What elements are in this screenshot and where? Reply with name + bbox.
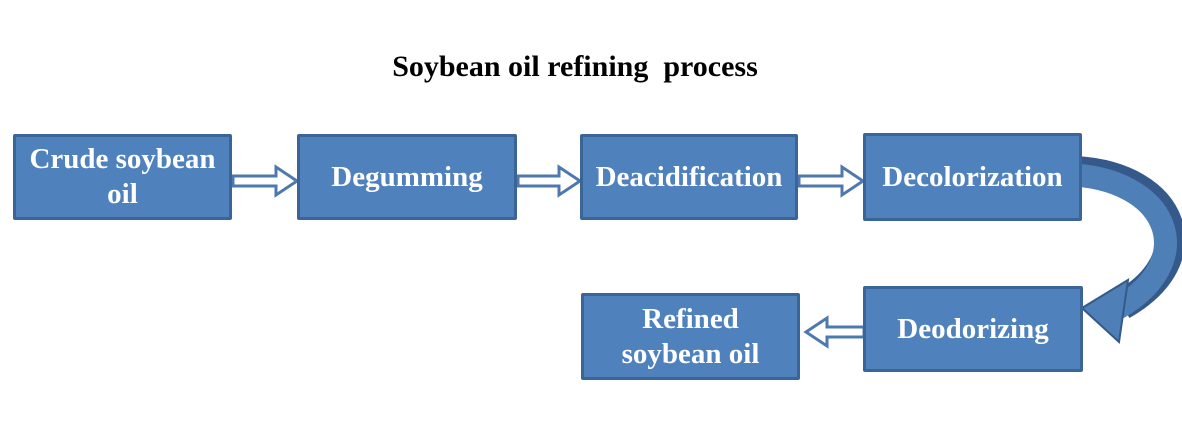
diagram-title: Soybean oil refining process xyxy=(392,50,758,83)
node-crude-soybean-oil: Crude soybean oil xyxy=(13,134,232,220)
node-label: Deacidification xyxy=(595,160,783,193)
curved-arrow-body xyxy=(1074,163,1177,318)
node-label: Degumming xyxy=(331,160,483,193)
node-decolorization: Decolorization xyxy=(863,133,1082,221)
curved-arrow-head xyxy=(1080,278,1130,345)
arrow-crude-to-degumming xyxy=(231,164,300,198)
arrow-deodorizing-to-refined xyxy=(803,315,866,349)
node-label: Deodorizing xyxy=(897,312,1049,345)
node-refined-soybean-oil: Refined soybean oil xyxy=(581,293,800,380)
arrow-deacidification-to-decolorization xyxy=(797,164,866,198)
node-degumming: Degumming xyxy=(297,134,517,220)
node-label: Decolorization xyxy=(882,160,1063,193)
node-deacidification: Deacidification xyxy=(580,134,798,220)
node-label: Crude soybean oil xyxy=(29,143,216,210)
node-deodorizing: Deodorizing xyxy=(863,286,1083,372)
node-label: Refined soybean oil xyxy=(621,302,760,370)
curved-arrow-decolorization-to-deodorizing xyxy=(1074,156,1182,345)
arrow-degumming-to-deacidification xyxy=(516,164,583,198)
